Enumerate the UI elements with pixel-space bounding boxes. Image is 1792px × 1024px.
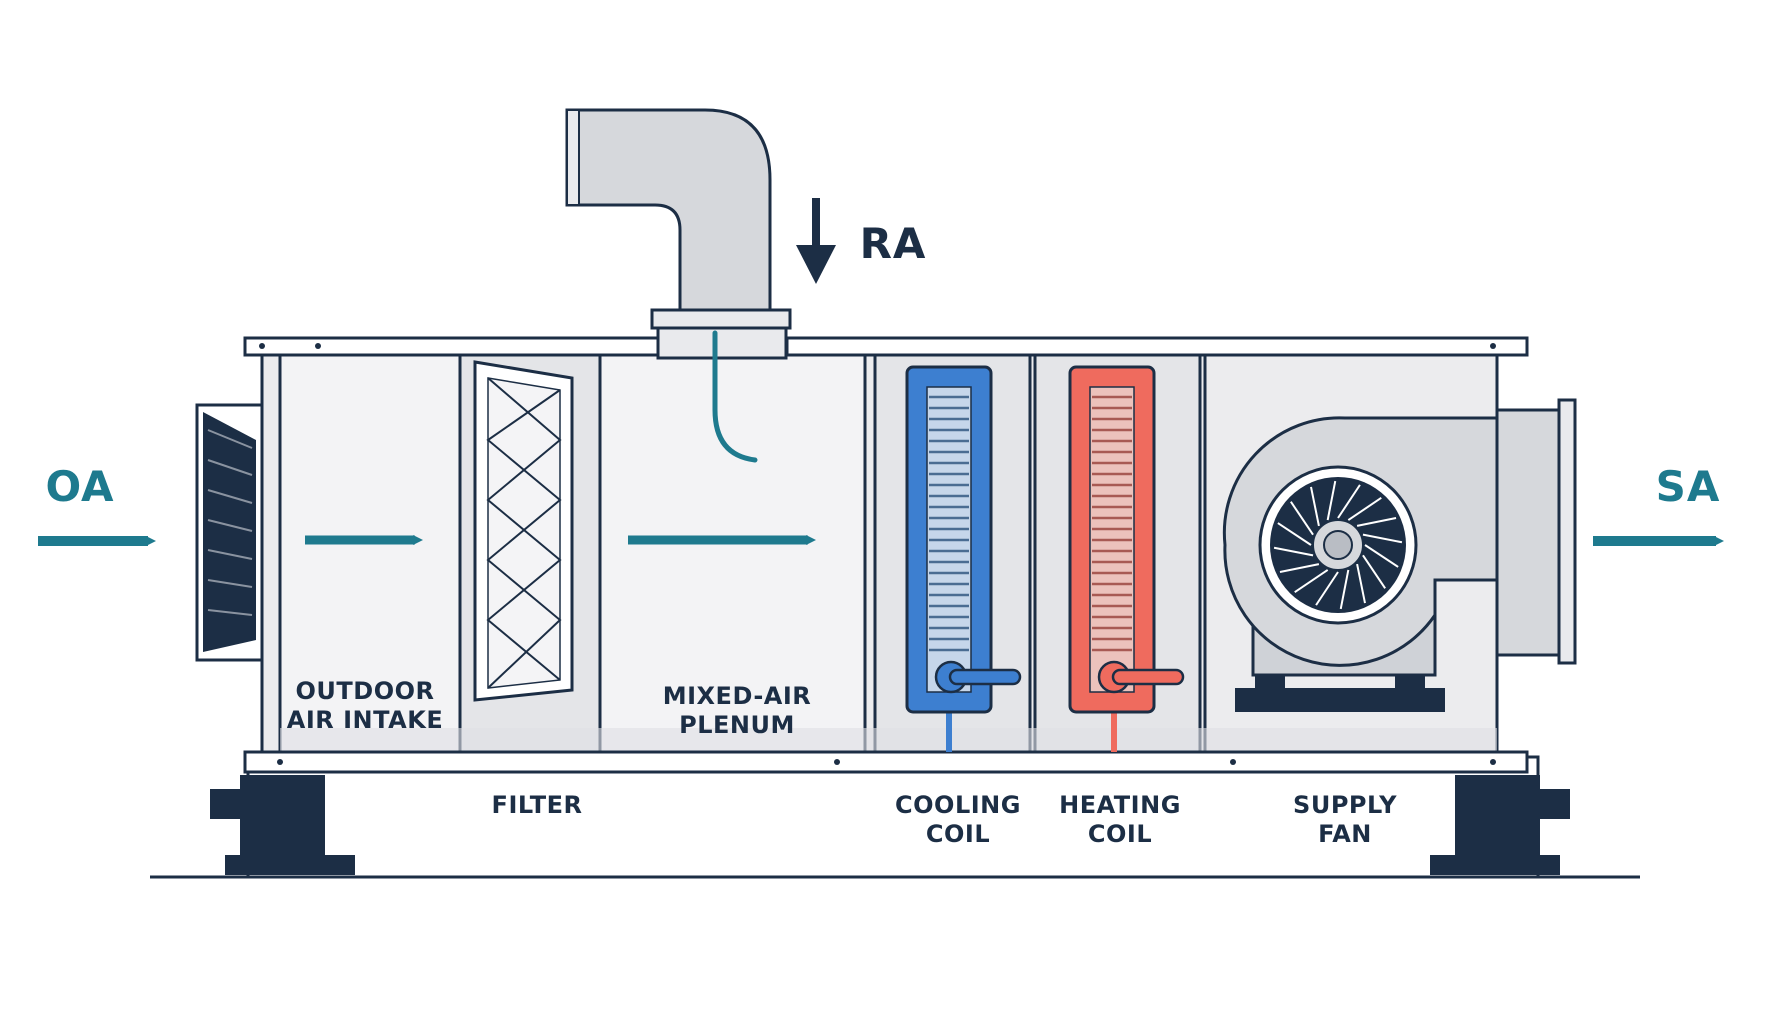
supply-air-outlet xyxy=(1495,398,1577,665)
cooling-coil-unit xyxy=(905,365,1022,752)
rivets xyxy=(259,343,1496,765)
outdoor-air-label: OA xyxy=(45,462,115,511)
section-label-cooling-coil: COOLING COIL xyxy=(895,791,1021,848)
supply-air-label: SA xyxy=(1655,462,1721,511)
duct-end-flange xyxy=(566,109,580,206)
outdoor-air-louver xyxy=(195,403,264,662)
top-panel-left xyxy=(243,336,660,357)
section-label-outdoor-air-intake: OUTDOOR AIR INTAKE xyxy=(286,677,444,734)
section-label-mixed-air-plenum: MIXED-AIR PLENUM xyxy=(662,682,812,739)
heating-coil-unit xyxy=(1068,365,1185,752)
filter-element xyxy=(473,360,574,702)
duct-flange xyxy=(650,308,792,330)
cooling-coil-valve xyxy=(934,660,1022,694)
duct-collar xyxy=(656,326,788,360)
section-label-heating-coil: HEATING COIL xyxy=(1059,791,1181,848)
return-air-duct xyxy=(565,108,772,312)
top-panel-right xyxy=(785,336,1529,357)
return-air-flow-line xyxy=(712,330,758,463)
support-foot-right xyxy=(1430,775,1570,875)
section-label-filter: FILTER xyxy=(491,791,583,819)
return-air-arrow xyxy=(796,198,836,284)
bottom-panel xyxy=(243,750,1529,774)
return-air-label: RA xyxy=(859,219,927,268)
heating-coil-valve xyxy=(1097,660,1185,694)
support-foot-left xyxy=(210,775,355,875)
supply-fan-unit xyxy=(1222,416,1502,712)
section-label-supply-fan: SUPPLY FAN xyxy=(1293,791,1397,848)
